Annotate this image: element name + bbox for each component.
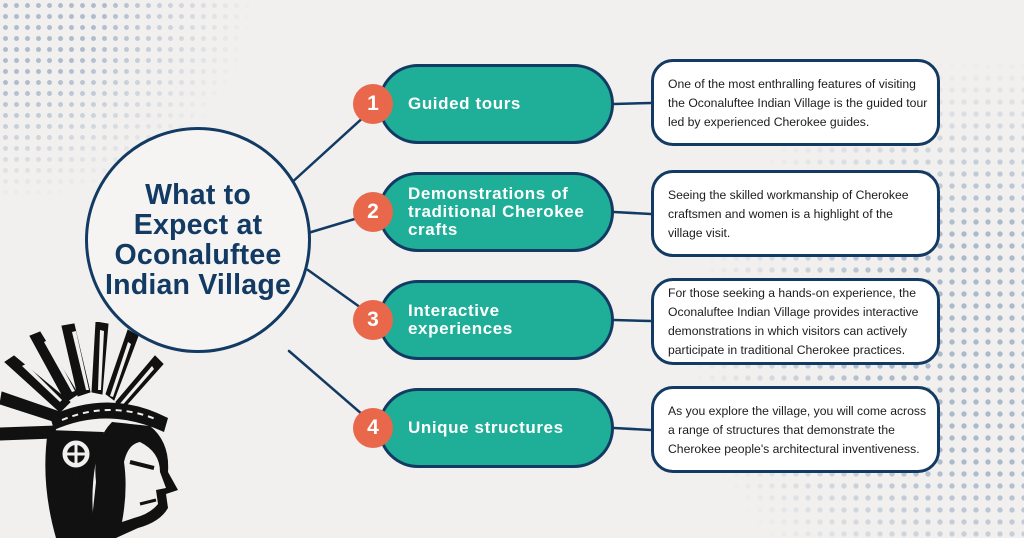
number-badge-2: 2	[353, 192, 393, 232]
connector-desc-1	[612, 101, 653, 106]
description-box-3: For those seeking a hands-on experience,…	[651, 278, 940, 365]
topic-label-1: Guided tours	[408, 94, 521, 113]
number-badge-3: 3	[353, 300, 393, 340]
description-text-1: One of the most enthralling features of …	[668, 76, 928, 129]
topic-pill-4: Unique structures	[378, 388, 614, 468]
cherokee-chief-headdress-icon	[0, 322, 178, 538]
topic-pill-3: Interactive experiences	[378, 280, 614, 360]
topic-label-3: Interactive experiences	[408, 301, 513, 338]
connector-desc-3	[612, 318, 653, 323]
topic-label-2: Demonstrations of traditional Cherokee c…	[408, 184, 585, 239]
topic-pill-1: Guided tours	[378, 64, 614, 144]
description-text-4: As you explore the village, you will com…	[668, 403, 927, 456]
connector-desc-2	[612, 210, 653, 216]
center-title-circle: What to Expect at Oconaluftee Indian Vil…	[85, 127, 311, 353]
page-title: What to Expect at Oconaluftee Indian Vil…	[105, 179, 291, 301]
number-badge-4: 4	[353, 408, 393, 448]
description-box-2: Seeing the skilled workmanship of Cherok…	[651, 170, 940, 257]
topic-pill-2: Demonstrations of traditional Cherokee c…	[378, 172, 614, 252]
description-text-3: For those seeking a hands-on experience,…	[668, 286, 919, 357]
number-badge-1: 1	[353, 84, 393, 124]
description-box-1: One of the most enthralling features of …	[651, 59, 940, 146]
description-text-2: Seeing the skilled workmanship of Cherok…	[668, 187, 909, 240]
description-box-4: As you explore the village, you will com…	[651, 386, 940, 473]
connector-desc-4	[612, 426, 653, 432]
topic-label-4: Unique structures	[408, 418, 564, 437]
